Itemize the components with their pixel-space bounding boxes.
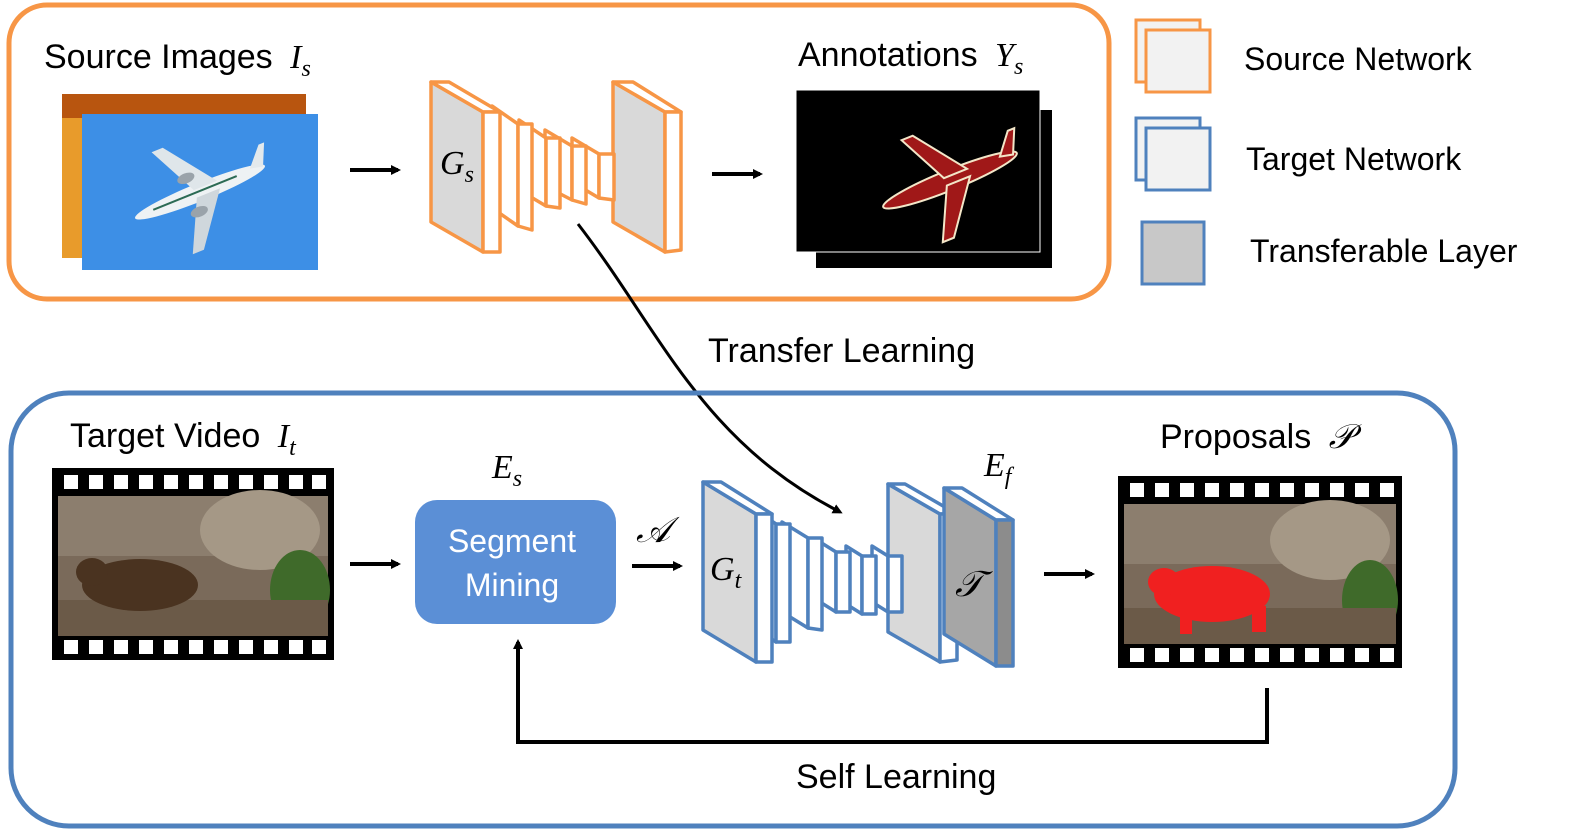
target-video-filmstrip <box>52 468 334 660</box>
target-network-symbol: Gt <box>710 551 743 594</box>
film-holes-top <box>64 475 326 489</box>
legend-transferable-layer-icon <box>1140 220 1206 286</box>
bear-mask <box>1154 566 1270 622</box>
ef-symbol: Ef <box>983 447 1015 490</box>
segment-mining-line2: Mining <box>465 567 559 603</box>
segment-mining-box <box>415 500 616 624</box>
es-symbol: Es <box>491 449 522 492</box>
airplane-image <box>135 142 265 255</box>
proposals-filmstrip <box>1118 476 1402 668</box>
source-network <box>429 80 683 254</box>
self-learning-label: Self Learning <box>796 758 996 796</box>
legend-source-network-label: Source Network <box>1244 41 1473 77</box>
legend-target-network-label: Target Network <box>1246 141 1462 177</box>
a-symbol: 𝒜 <box>636 510 680 550</box>
source-images-title: Source Images Is <box>44 38 311 82</box>
film-holes-bottom <box>64 640 326 654</box>
target-video-title: Target Video It <box>70 417 297 461</box>
bear-image <box>82 559 198 611</box>
transfer-learning-arrow <box>576 223 843 514</box>
legend-transferable-layer-label: Transferable Layer <box>1250 233 1518 269</box>
self-learning-arrow <box>513 639 1269 744</box>
annotations-title: Annotations Ys <box>798 36 1023 80</box>
source-panel <box>6 2 1112 302</box>
source-image-stack <box>62 94 318 270</box>
segment-mining-line1: Segment <box>448 523 576 559</box>
transferable-layer <box>942 486 1015 668</box>
proposal-film-holes-bottom <box>1130 648 1394 662</box>
source-network-symbol: Gs <box>440 145 474 188</box>
target-network <box>701 480 959 664</box>
annotation-mask-stack <box>795 89 1052 268</box>
legend-target-network-icon <box>1134 116 1212 192</box>
transfer-learning-label: Transfer Learning <box>708 332 975 370</box>
proposals-title: Proposals 𝒫 <box>1160 418 1363 456</box>
legend-source-network-icon <box>1134 18 1212 94</box>
legend: Source Network Target Network Transferab… <box>1134 18 1518 286</box>
proposal-film-holes-top <box>1130 483 1394 497</box>
target-panel <box>8 390 1458 829</box>
